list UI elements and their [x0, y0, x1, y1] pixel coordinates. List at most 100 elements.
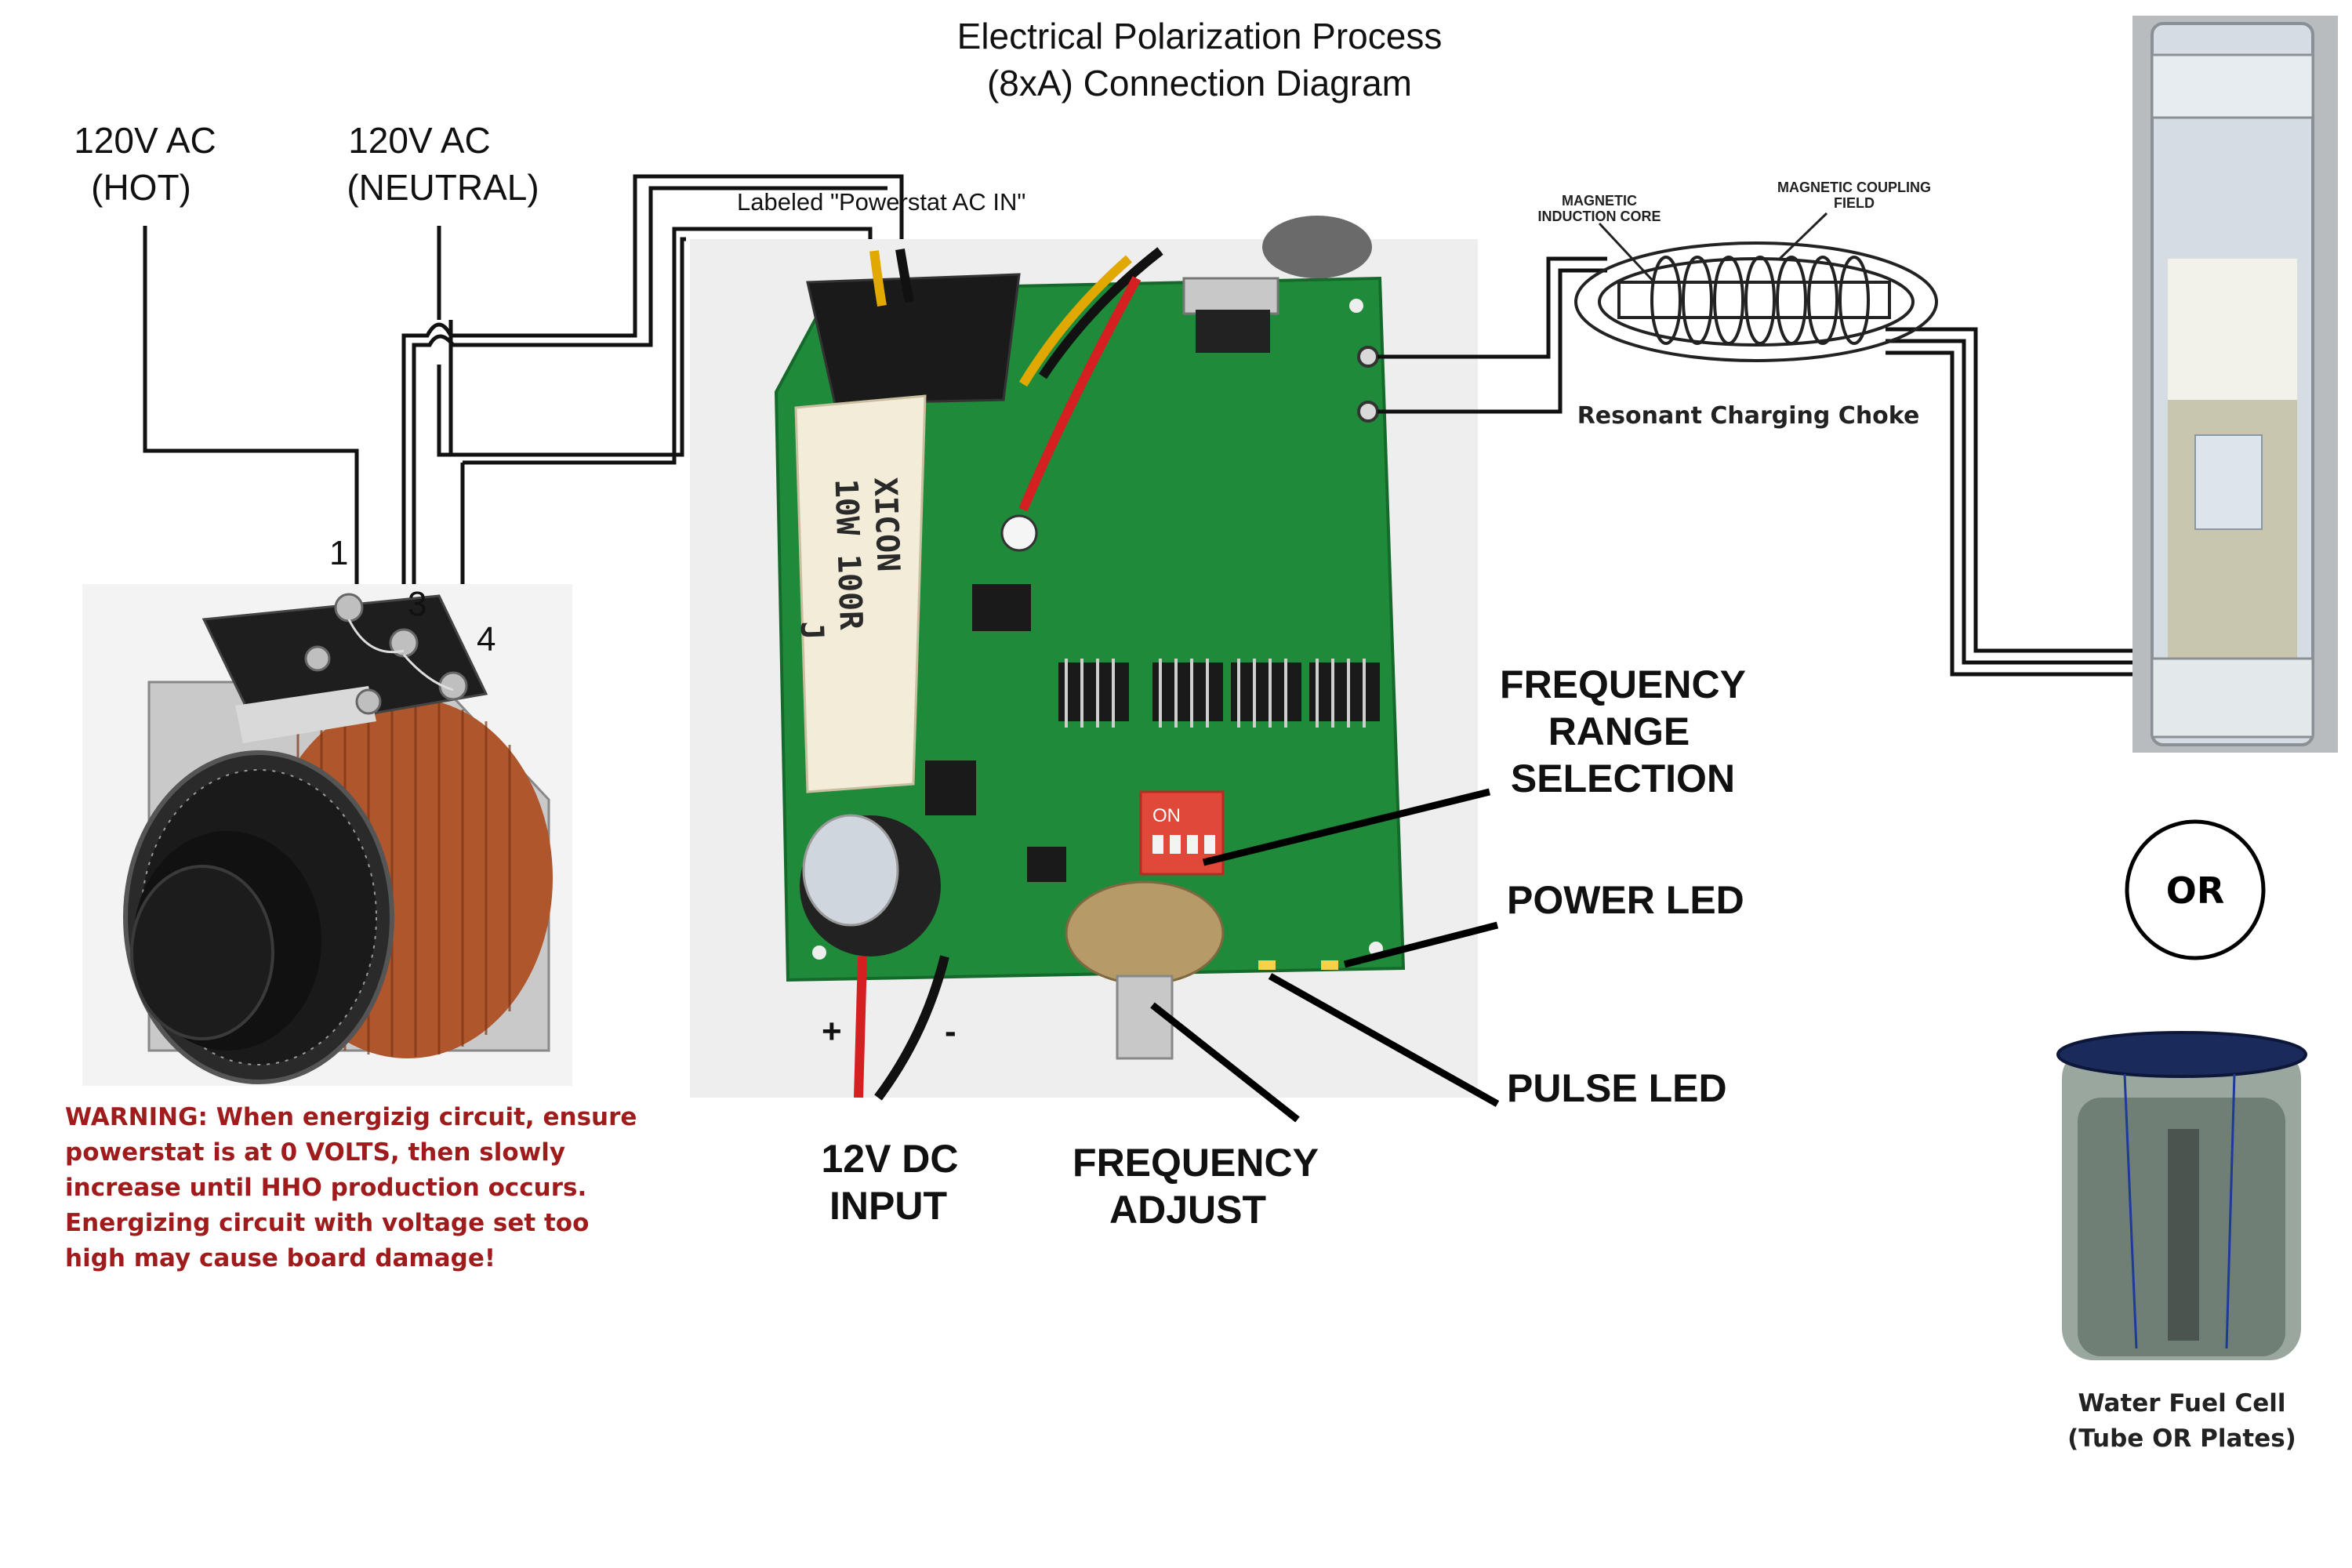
- leader-frequency-range: [1202, 788, 1491, 866]
- terminal-3-label: 3: [408, 585, 426, 623]
- or-label: OR: [2166, 869, 2225, 912]
- warning-block: WARNING: When energizig circuit, ensure …: [65, 1103, 637, 1272]
- resistor-text-group: XICON 10W 100R J: [793, 477, 906, 641]
- field-label-pointer: [1778, 212, 1828, 260]
- choke-out-wire-2: [1886, 350, 2152, 677]
- warning-line-3: increase until HHO production occurs.: [65, 1174, 586, 1202]
- neutral-wire-lower: [437, 237, 686, 457]
- dip-switch-lever: [1187, 835, 1198, 854]
- variac-jumper-wire: [347, 619, 405, 654]
- terminal-4-screw: [438, 671, 468, 701]
- title-line-1: Electrical Polarization Process: [957, 16, 1443, 56]
- board-wire-yellow: [869, 250, 887, 307]
- ic-3: [1231, 662, 1301, 721]
- dip-switch-lever: [1170, 835, 1181, 854]
- dc-wire-red: [854, 956, 867, 1098]
- resistor-text-line-2: 10W 100R: [827, 478, 869, 631]
- dip-on-label: ON: [1152, 805, 1181, 826]
- powerstat-variac: [82, 584, 572, 1086]
- resistor-text-line-1: XICON: [866, 477, 906, 572]
- jar-electrode: [2168, 1129, 2199, 1341]
- variac-label-plate: [235, 686, 376, 743]
- pulse-led-label: PULSE LED: [1507, 1066, 1727, 1110]
- board-wire-red: [1018, 276, 1142, 512]
- choke-out-wire-1: [1886, 339, 2152, 665]
- top-connector: [1262, 216, 1372, 278]
- choke-caption: Resonant Charging Choke: [1577, 402, 1920, 430]
- jar-lid: [2056, 1031, 2307, 1078]
- tube-cell-photo: [2132, 16, 2338, 753]
- mosfet-body: [1196, 310, 1270, 353]
- choke-in-wire-1: [1377, 256, 1607, 359]
- circuit-board-photo: [690, 216, 1478, 1101]
- mosfet-heatsink: [1182, 277, 1279, 315]
- title-line-2: (8xA) Connection Diagram: [987, 63, 1412, 103]
- ic-1: [1058, 662, 1129, 721]
- dip-switch-lever: [1152, 835, 1163, 854]
- pcb-hole: [812, 946, 826, 960]
- tube-foam: [2168, 259, 2297, 400]
- board-wire-yellow-2: [1018, 255, 1132, 387]
- dc-input-line-2: INPUT: [829, 1184, 947, 1228]
- dip-switch-lever: [1204, 835, 1215, 854]
- ic-driver: [972, 584, 1031, 631]
- small-capacitor: [1000, 514, 1038, 552]
- pcb-hole: [1349, 299, 1363, 313]
- fuel-cell-caption-line-1: Water Fuel Cell: [2078, 1389, 2285, 1417]
- terminal-1-screw: [334, 593, 364, 622]
- warning-line-5: high may cause board damage!: [65, 1244, 495, 1272]
- jar-wire: [2225, 1073, 2236, 1349]
- terminal-3-wire: [401, 174, 904, 619]
- ic-pins: [1065, 659, 1366, 728]
- ic-2: [1152, 662, 1223, 721]
- terminal-1-label: 1: [329, 534, 348, 572]
- output-terminal-2: [1357, 401, 1379, 423]
- fuel-cell-caption-line-2: (Tube OR Plates): [2067, 1425, 2296, 1453]
- ic-4: [1309, 662, 1380, 721]
- induction-core: [1617, 281, 1891, 319]
- jar-wire: [2123, 1073, 2138, 1349]
- dc-input-line-1: 12V DC: [821, 1137, 958, 1181]
- led-1: [1258, 960, 1276, 970]
- leader-frequency-adjust: [1150, 1002, 1300, 1123]
- coupling-field-outer: [1574, 241, 1938, 362]
- core-label-line-2: INDUCTION CORE: [1538, 209, 1661, 224]
- freq-range-line-2: RANGE: [1548, 710, 1690, 753]
- choke-in-wire-2: [1377, 268, 1607, 414]
- terminal-2-screw: [355, 688, 382, 715]
- freq-range-line-3: SELECTION: [1511, 757, 1735, 800]
- neutral-label-line-2: (NEUTRAL): [347, 167, 539, 208]
- core-label-pointer: [1598, 222, 1656, 284]
- field-label-line-1: MAGNETIC COUPLING: [1777, 180, 1931, 195]
- board-wire-black-ac: [895, 249, 914, 303]
- power-led-label: POWER LED: [1507, 878, 1744, 922]
- freq-adjust-line-1: FREQUENCY: [1073, 1141, 1319, 1185]
- core-label-line-1: MAGNETIC: [1562, 193, 1637, 209]
- hot-label-line-2: (HOT): [91, 167, 191, 208]
- ac-in-label: Labeled "Powerstat AC IN": [737, 188, 1025, 216]
- terminal-4-label: 4: [477, 620, 495, 659]
- variac-knob-top: [130, 865, 274, 1040]
- terminal-5-screw: [304, 645, 331, 672]
- tube-sticker: [2194, 434, 2263, 530]
- dc-wire-black: [874, 955, 949, 1101]
- jar-cell-photo: [2056, 1031, 2307, 1360]
- leader-power-led: [1343, 921, 1499, 968]
- ic-small: [1027, 847, 1066, 882]
- ac-wiring: [143, 174, 904, 690]
- warning-line-1: WARNING: When energizig circuit, ensure: [65, 1103, 637, 1131]
- power-resistor: [794, 394, 927, 793]
- led-2: [1321, 960, 1338, 970]
- output-terminal-1: [1357, 346, 1379, 368]
- tube-cap-bottom: [2151, 657, 2314, 739]
- board-wire-black-2: [1039, 247, 1163, 379]
- leader-pulse-led: [1268, 973, 1500, 1107]
- freq-range-line-1: FREQUENCY: [1500, 662, 1746, 706]
- tube-cap-top: [2151, 53, 2314, 119]
- hot-wire: [143, 226, 359, 596]
- callout-leaders: [1150, 788, 1500, 1123]
- resistor-text-line-3: J: [793, 621, 830, 641]
- electrolytic-capacitor-top: [802, 814, 899, 927]
- choke-coil-windings: [1650, 256, 1870, 345]
